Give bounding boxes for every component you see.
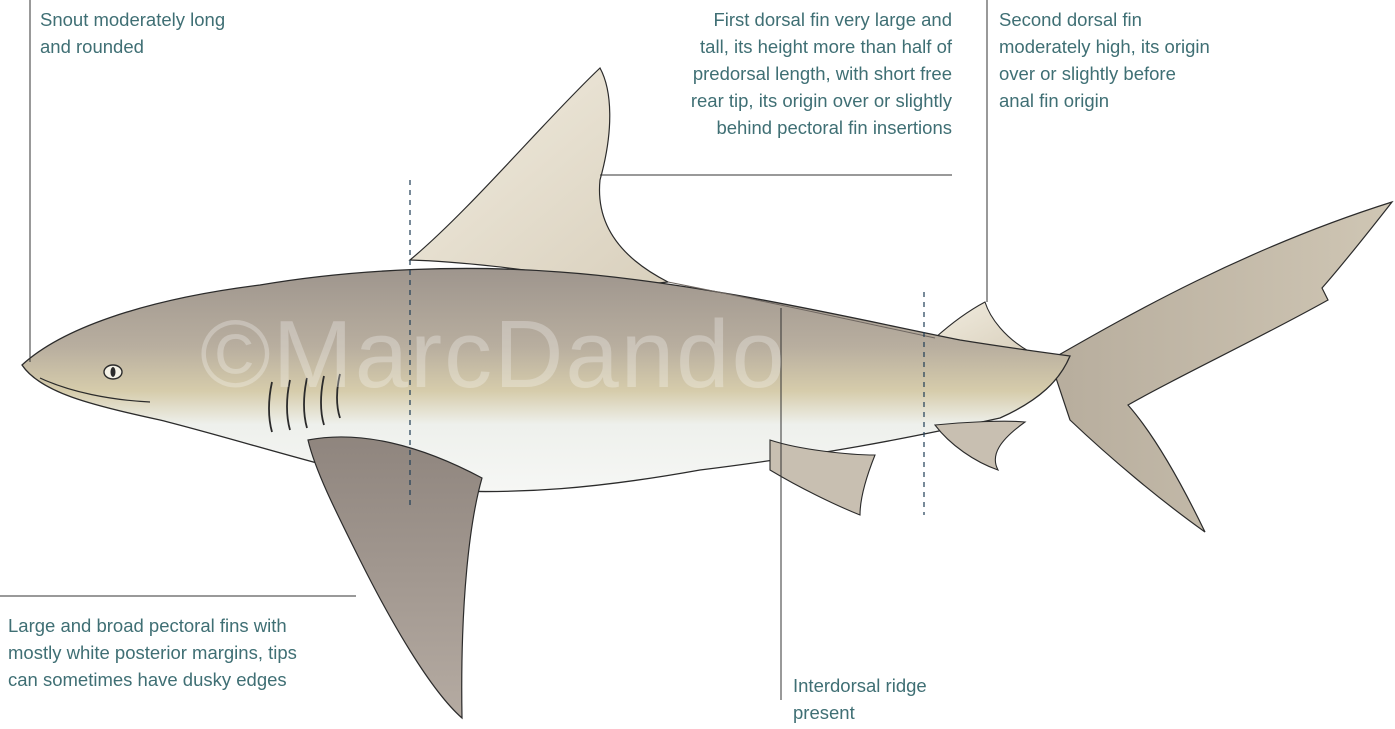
- second-dorsal-annotation: Second dorsal fin moderately high, its o…: [999, 6, 1299, 114]
- snout-annotation: Snout moderately long and rounded: [40, 6, 340, 60]
- pelvic-fin: [770, 440, 875, 515]
- pectoral-annotation: Large and broad pectoral fins with mostl…: [8, 612, 368, 693]
- shark-body: [22, 268, 1070, 491]
- caudal-fin: [1050, 202, 1392, 532]
- interdorsal-annotation: Interdorsal ridge present: [793, 672, 993, 726]
- first-dorsal-annotation: First dorsal fin very large and tall, it…: [590, 6, 952, 141]
- eye: [104, 365, 122, 379]
- anal-fin: [935, 421, 1025, 470]
